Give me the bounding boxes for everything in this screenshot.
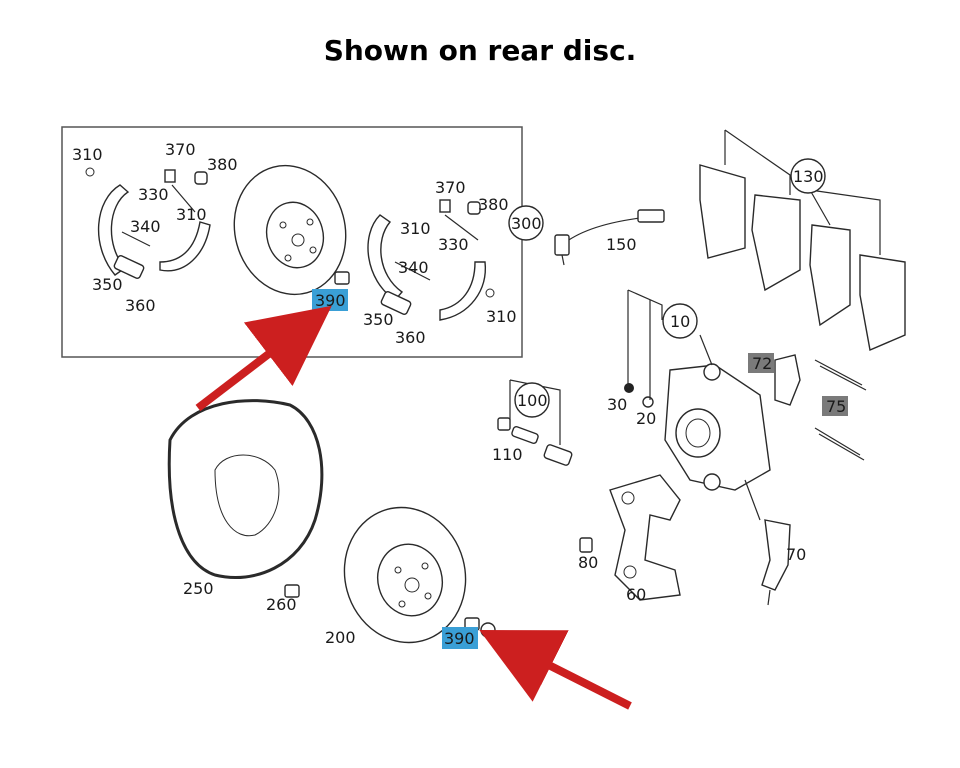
label-20: 20 — [636, 409, 656, 428]
label-350: 350 — [363, 310, 394, 329]
label-330: 330 — [438, 235, 469, 254]
grey-tag-72 — [748, 353, 774, 373]
label-360: 360 — [125, 296, 156, 315]
label-250: 250 — [183, 579, 214, 598]
dust-shield — [167, 399, 324, 598]
label-340: 340 — [130, 217, 161, 236]
label-10: 10 — [670, 312, 690, 331]
caliper-hardware — [774, 354, 867, 461]
label-60: 60 — [626, 585, 646, 604]
label-300: 300 — [511, 214, 542, 233]
callout-300 — [508, 205, 544, 241]
rear-disc-kit — [233, 164, 350, 296]
red-arrow-lower — [479, 629, 632, 710]
caliper — [624, 289, 771, 491]
diagram-title: Shown on rear disc. — [323, 34, 637, 67]
wear-sensor — [554, 209, 665, 266]
callout-130 — [790, 158, 826, 194]
label-200: 200 — [325, 628, 356, 647]
grey-tag-75 — [822, 396, 848, 416]
label-370: 370 — [165, 140, 196, 159]
label-80: 80 — [578, 553, 598, 572]
label-72: 72 — [752, 354, 772, 373]
label-260: 260 — [266, 595, 297, 614]
label-310: 310 — [72, 145, 103, 164]
label-110: 110 — [492, 445, 523, 464]
caliper-carrier — [579, 474, 681, 601]
callout-100 — [514, 382, 550, 418]
brake-disc-main — [343, 506, 496, 644]
label-370: 370 — [435, 178, 466, 197]
caliper-spring — [744, 479, 791, 606]
label-350: 350 — [92, 275, 123, 294]
label-75: 75 — [826, 397, 846, 416]
brake-shoe-right — [367, 199, 495, 321]
brake-pads — [699, 129, 906, 351]
label-390: 390 — [315, 291, 346, 310]
label-380: 380 — [207, 155, 238, 174]
label-360: 360 — [395, 328, 426, 347]
label-150: 150 — [606, 235, 637, 254]
label-310: 310 — [486, 307, 517, 326]
label-390: 390 — [444, 629, 475, 648]
label-30: 30 — [607, 395, 627, 414]
label-330: 330 — [138, 185, 169, 204]
label-310: 310 — [176, 205, 207, 224]
label-340: 340 — [398, 258, 429, 277]
red-arrow-upper — [195, 305, 332, 412]
highlight-390-kit — [312, 289, 348, 311]
label-130: 130 — [793, 167, 824, 186]
label-70: 70 — [786, 545, 806, 564]
highlight-390-main — [442, 627, 478, 649]
callout-10 — [662, 303, 698, 339]
label-310: 310 — [400, 219, 431, 238]
brake-shoe-left — [85, 167, 211, 279]
label-100: 100 — [517, 391, 548, 410]
label-380: 380 — [478, 195, 509, 214]
